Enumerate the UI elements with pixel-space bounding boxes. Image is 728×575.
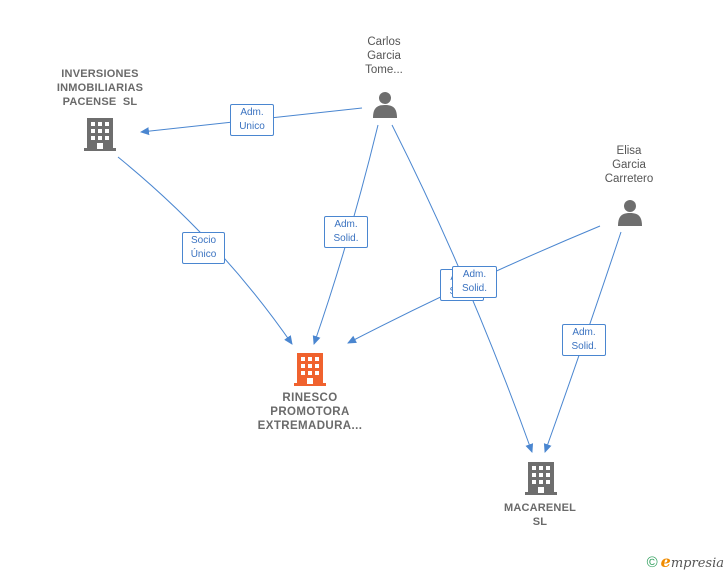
- edge-label-line: Único: [190, 249, 217, 260]
- node-label-line: EXTREMADURA...: [257, 420, 363, 432]
- edge-label-elisa-macarenel[interactable]: Adm. Solid.: [562, 324, 606, 356]
- node-label-line: INMOBILIARIAS: [56, 82, 144, 94]
- node-label-line: Garcia: [367, 50, 401, 62]
- edge-label-line: Adm.: [240, 107, 264, 118]
- copyright-icon: ©: [646, 554, 658, 571]
- node-label-macarenel[interactable]: MACARENEL SL: [490, 501, 590, 529]
- node-label-line: MACARENEL: [503, 502, 577, 514]
- edge-label-line: Solid.: [571, 341, 597, 352]
- edge-label-elisa-rinesco[interactable]: Adm. Solid.: [452, 266, 497, 298]
- brand-logo-text: mpresia: [670, 556, 724, 571]
- edge-label-line: Adm.: [462, 269, 487, 280]
- empresia-brand[interactable]: ©empresia: [647, 552, 724, 571]
- node-label-line: PROMOTORA: [270, 406, 350, 418]
- node-label-inversiones[interactable]: INVERSIONES INMOBILIARIAS PACENSE SL: [40, 67, 160, 109]
- node-label-line: RINESCO: [282, 392, 338, 404]
- edge-label-line: Adm.: [334, 219, 358, 230]
- edge-label-line: Solid.: [333, 233, 359, 244]
- edge-label-line: Unico: [239, 121, 265, 132]
- node-label-line: Carlos: [367, 36, 401, 48]
- node-label-line: SL: [532, 516, 548, 528]
- node-label-line: INVERSIONES: [61, 68, 139, 80]
- person-icon-elisa[interactable]: [618, 200, 642, 226]
- edge-label-carlos-rinesco[interactable]: Adm. Solid.: [324, 216, 368, 248]
- brand-logo-e: e: [660, 552, 671, 571]
- edge-label-line: Adm.: [572, 327, 596, 338]
- node-label-line: Garcia: [612, 159, 646, 171]
- edge-label-line: Solid.: [461, 283, 487, 294]
- building-icon-rinesco[interactable]: [294, 353, 326, 386]
- edge-label-inversiones-rinesco[interactable]: Socio Único: [182, 232, 225, 264]
- node-label-rinesco[interactable]: RINESCO PROMOTORA EXTREMADURA...: [240, 391, 380, 433]
- person-icon-carlos[interactable]: [373, 92, 397, 118]
- edge-label-carlos-inversiones[interactable]: Adm. Unico: [230, 104, 274, 136]
- node-label-line: PACENSE SL: [62, 96, 138, 108]
- node-label-elisa[interactable]: Elisa Garcia Carretero: [590, 144, 668, 186]
- node-label-carlos[interactable]: Carlos Garcia Tome...: [345, 35, 423, 77]
- node-label-line: Carretero: [604, 173, 654, 185]
- building-icon-macarenel[interactable]: [525, 462, 557, 495]
- edge-label-line: Socio: [190, 235, 216, 246]
- node-label-line: Tome...: [365, 64, 403, 76]
- node-label-line: Elisa: [616, 145, 642, 157]
- building-icon-inversiones[interactable]: [84, 118, 116, 151]
